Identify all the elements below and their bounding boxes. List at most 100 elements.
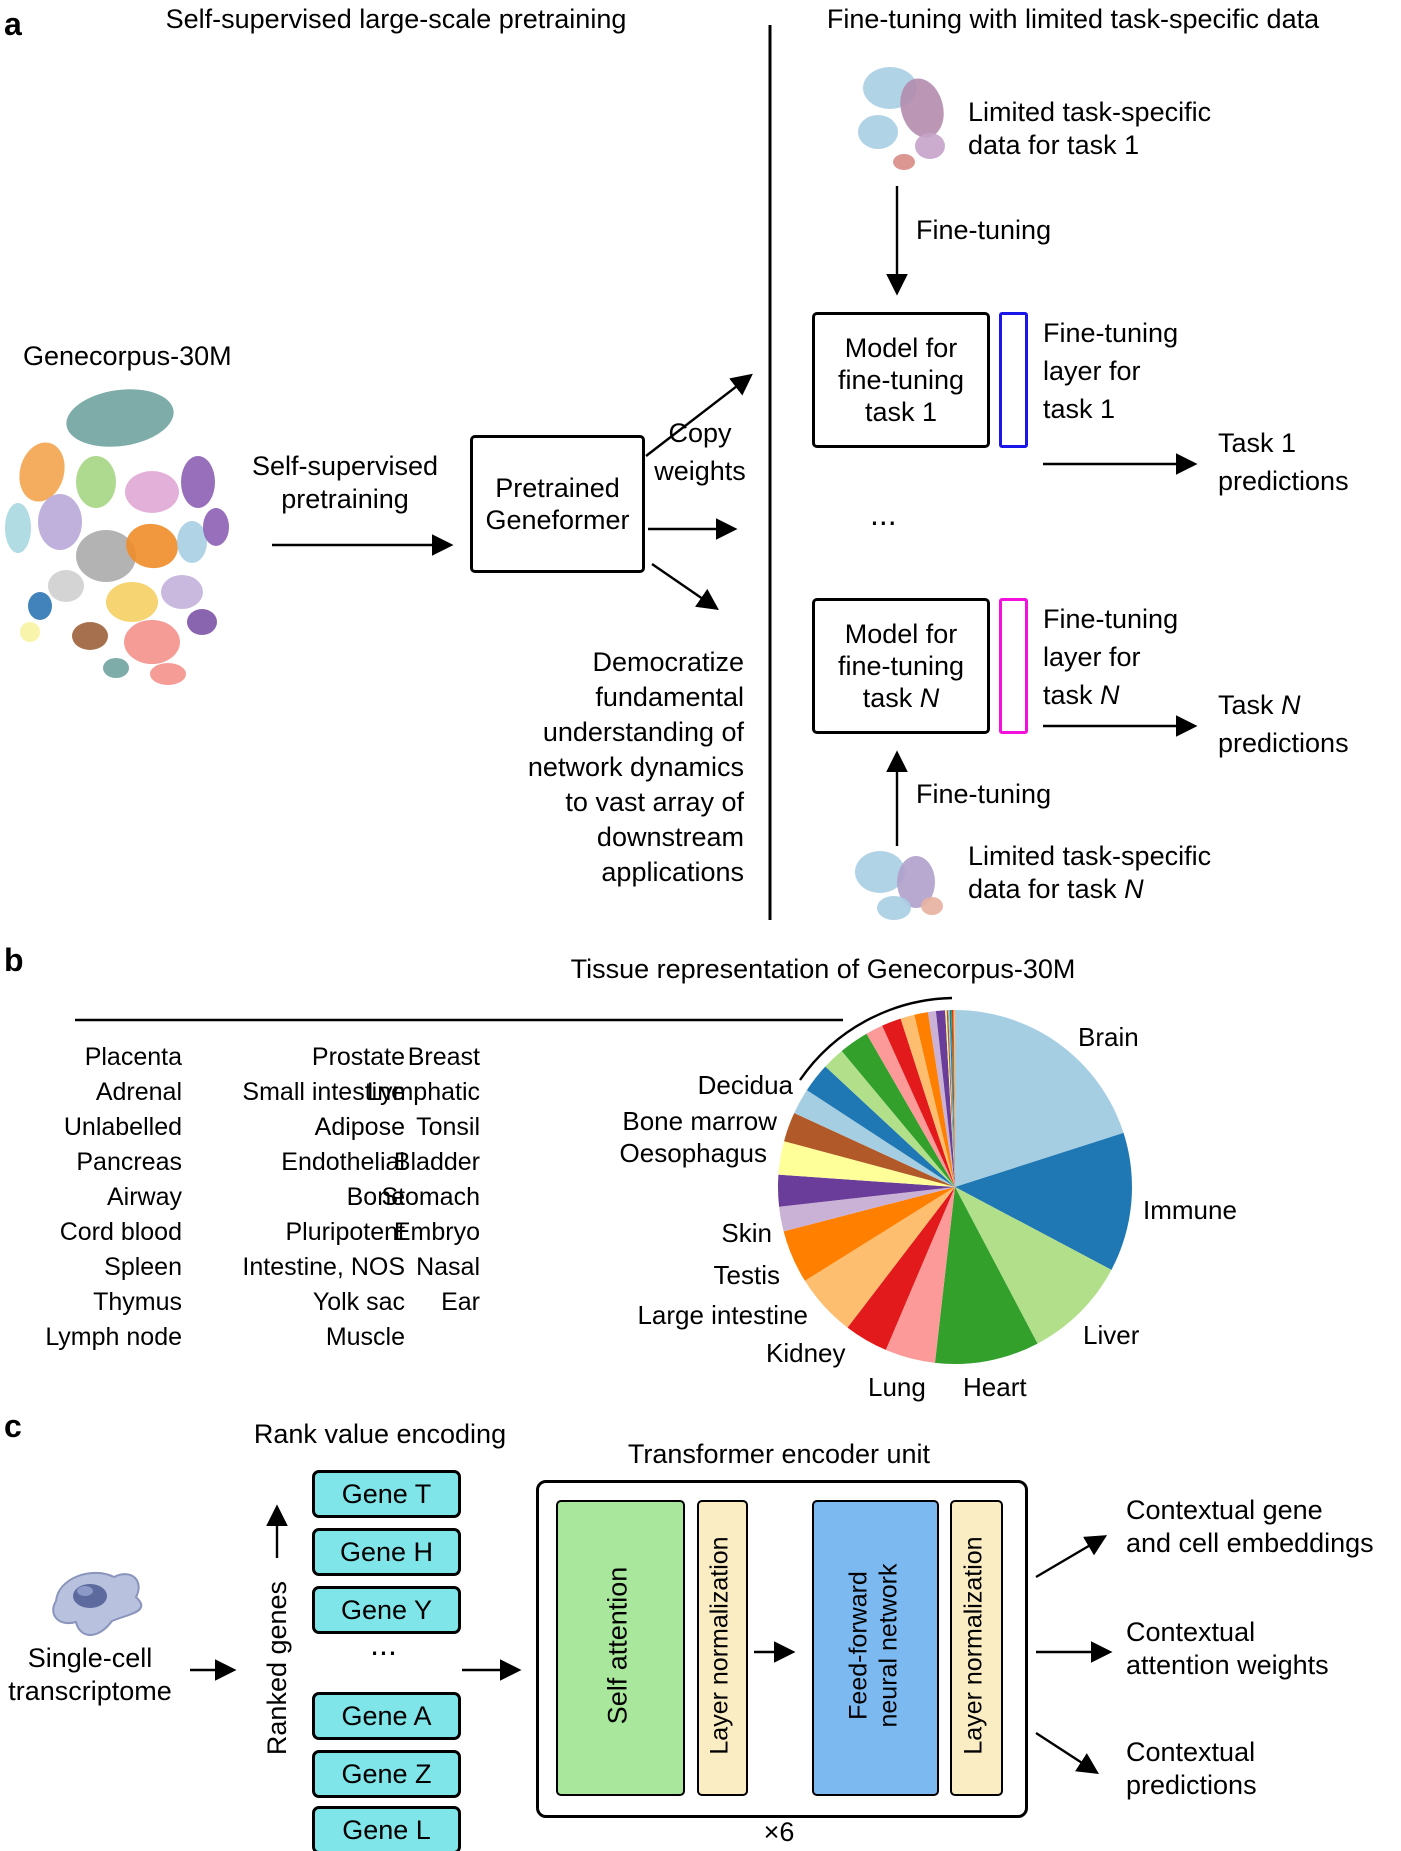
- panel-a-left-title: Self-supervised large-scale pretraining: [165, 4, 627, 34]
- pie-slice-immune: [955, 1132, 1133, 1270]
- self-attention-box: [556, 1500, 685, 1796]
- tissue-list-item: Unlabelled: [63, 1113, 182, 1141]
- democratize-arrow: [651, 563, 719, 611]
- feed-forward-label: Feed-forward neural network: [844, 1563, 902, 1728]
- taskN-data-label: Limited task-specific data for task N: [968, 841, 1212, 904]
- copy-weights-label: Copy weights: [654, 418, 746, 486]
- task1-finetune-layer-rect: [999, 312, 1028, 448]
- pie-label-liver: Liver: [1083, 1320, 1140, 1350]
- taskN-umap: [855, 851, 943, 920]
- pie-slice: [945, 1010, 955, 1187]
- tissue-list-item: Intestine, NOS: [242, 1253, 405, 1281]
- task1-finetune-label: Fine-tuning: [916, 215, 1052, 245]
- umap-cluster-blob: [897, 856, 935, 908]
- pretraining-label: Self-supervised pretraining: [251, 451, 439, 514]
- pie-slice: [953, 1010, 955, 1187]
- umap-cluster-blob: [76, 530, 136, 582]
- gene-box-t: Gene T: [312, 1470, 461, 1518]
- pie-slice-brain: [955, 1010, 1124, 1187]
- umap-cluster-blob: [20, 622, 40, 642]
- umap-cluster-blob: [103, 658, 129, 678]
- tissue-list-item: Spleen: [104, 1253, 182, 1281]
- tissue-list-item: Thymus: [93, 1288, 182, 1316]
- pie-slice: [900, 1014, 955, 1187]
- pie-label-brain: Brain: [1078, 1022, 1139, 1052]
- umap-cluster-blob: [5, 503, 31, 553]
- pie-label-immune: Immune: [1143, 1195, 1237, 1225]
- umap-cluster-blob: [893, 154, 915, 170]
- umap-cluster-blob: [38, 494, 82, 550]
- tissue-list-item: Bladder: [393, 1148, 480, 1176]
- pie-slice: [935, 1010, 955, 1187]
- pie-slice-skin: [777, 1174, 955, 1207]
- gene-box-z: Gene Z: [312, 1750, 461, 1798]
- pie-slice: [949, 1010, 955, 1187]
- ranked-genes-axis-label: Ranked genes: [261, 1580, 292, 1756]
- pie-label-heart: Heart: [963, 1372, 1027, 1402]
- layer-norm-label-2: Layer normalization: [959, 1536, 988, 1755]
- italic-n: N: [1124, 874, 1144, 904]
- umap-cluster-blob: [106, 582, 158, 622]
- umap-cluster-blob: [124, 620, 180, 664]
- cell-icon: [52, 1571, 143, 1636]
- panel-c-label: c: [4, 1408, 22, 1444]
- tissue-list-item: Yolk sac: [312, 1288, 405, 1316]
- gene-box-h: Gene H: [312, 1528, 461, 1576]
- tissue-list-item: Pluripotent: [285, 1218, 405, 1246]
- gene-box-l: Gene L: [312, 1806, 461, 1851]
- pie-label-decidua: Decidua: [697, 1070, 793, 1100]
- umap-cluster-blob: [125, 471, 179, 513]
- output-attention-label: Contextual attention weights: [1126, 1617, 1329, 1680]
- tissue-list-item: Pancreas: [76, 1148, 182, 1176]
- task1-layer-label: Fine-tuning layer for task 1: [1043, 318, 1179, 424]
- output-embeddings-arrow: [1035, 1535, 1108, 1579]
- tissue-list-item: Nasal: [416, 1253, 480, 1281]
- tissue-list-item: Prostate: [311, 1043, 405, 1071]
- pie-slice-testis: [783, 1187, 955, 1281]
- pie-slice: [825, 1051, 955, 1187]
- pie-slice: [841, 1033, 955, 1187]
- panel-a-arrows: [272, 186, 1198, 846]
- pie-label-lung: Lung: [868, 1372, 926, 1402]
- pie-slice: [950, 1010, 955, 1187]
- encoder-title: Transformer encoder unit: [627, 1439, 931, 1469]
- rank-encoding-title: Rank value encoding: [253, 1419, 507, 1449]
- umap-cluster-blob: [72, 622, 108, 650]
- panel-b-title: Tissue representation of Genecorpus-30M: [570, 954, 1076, 984]
- copy-weights-arrow-task1: [645, 373, 753, 457]
- pie-slice: [952, 1010, 955, 1187]
- taskN-model-box: Model for fine-tuning task N: [812, 598, 990, 734]
- taskN-finetune-label: Fine-tuning: [916, 779, 1052, 809]
- pie-label-testis: Testis: [713, 1260, 780, 1290]
- genecorpus-label: Genecorpus-30M: [23, 341, 232, 371]
- tasks-ellipsis: ...: [870, 496, 897, 532]
- tissue-list-item: Embryo: [393, 1218, 480, 1246]
- umap-cluster-blob: [161, 575, 203, 609]
- pie-slice-liver: [955, 1187, 1112, 1344]
- umap-cluster-blob: [28, 592, 52, 620]
- tissue-list-item: Adrenal: [95, 1078, 182, 1106]
- pie-slice: [914, 1012, 955, 1187]
- tissue-list-item: Ear: [441, 1288, 480, 1316]
- layer-norm-box-2: [950, 1500, 1003, 1796]
- tissue-list-item: Lymph node: [45, 1323, 182, 1351]
- taskN-finetune-layer-rect: [999, 598, 1028, 734]
- pie-slice-large-intestine: [804, 1187, 955, 1328]
- encoder-outer-box: [536, 1480, 1028, 1818]
- pie-slice: [866, 1025, 955, 1187]
- tissue-list-item: Lymphatic: [366, 1078, 480, 1106]
- gene-box-y: Gene Y: [312, 1586, 461, 1634]
- umap-cluster-blob: [126, 523, 178, 569]
- umap-cluster-blob: [66, 389, 174, 447]
- output-predictions-arrow: [1035, 1731, 1100, 1774]
- pie-slice-heart: [934, 1187, 1038, 1364]
- task1-predictions-label: Task 1 predictions: [1218, 428, 1349, 496]
- gene-ellipsis: ...: [370, 1626, 397, 1662]
- pie-label-large-intestine: Large intestine: [637, 1300, 808, 1330]
- italic-n: N: [1100, 680, 1120, 710]
- umap-cluster-blob: [877, 896, 911, 920]
- tissue-list-item: Stomach: [381, 1183, 480, 1211]
- umap-cluster-blob: [181, 456, 215, 508]
- umap-cluster-blob: [900, 78, 944, 138]
